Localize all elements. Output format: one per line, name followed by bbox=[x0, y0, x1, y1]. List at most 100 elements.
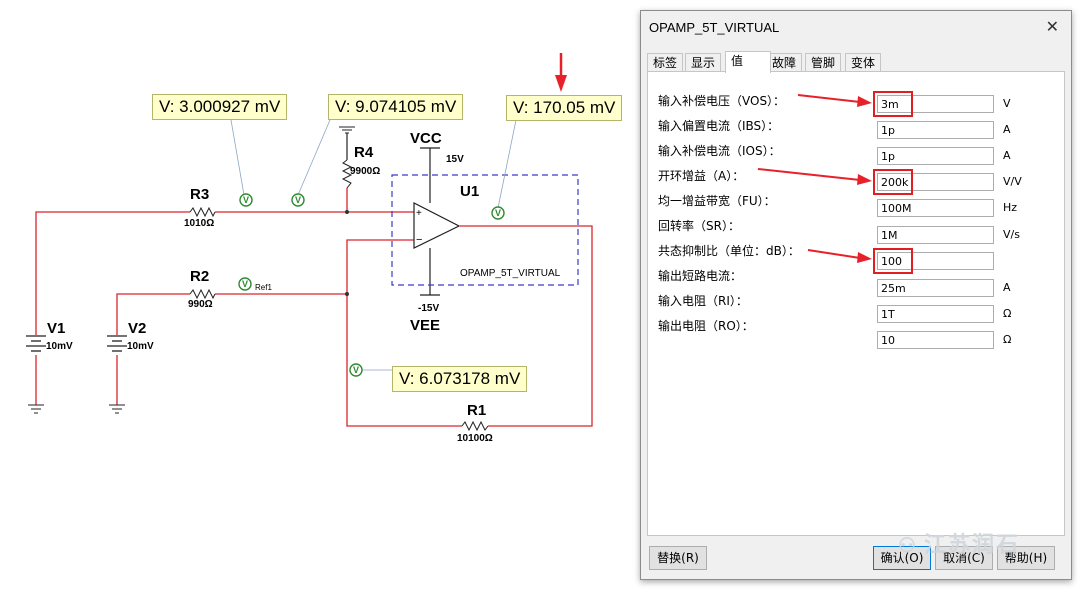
minus-sign: − bbox=[416, 234, 422, 246]
gain-field[interactable]: 200k bbox=[877, 173, 994, 191]
probe-value: V: 170.05 mV bbox=[513, 98, 616, 117]
svg-text:V: V bbox=[495, 208, 501, 218]
vos-field[interactable]: 3m bbox=[877, 95, 994, 113]
annotation-arrow-right-icon bbox=[757, 168, 872, 185]
r3-label: R3 bbox=[190, 186, 209, 203]
properties-dialog: OPAMP_5T_VIRTUAL ✕ 标签 显示 值 故障 管脚 变体 输入补偿… bbox=[640, 10, 1072, 580]
ri-field[interactable]: 1T bbox=[877, 305, 994, 323]
annotation-arrows bbox=[757, 94, 872, 263]
u1-dashed-boundary bbox=[391, 174, 579, 286]
row-label-isc: 输出短路电流： bbox=[658, 269, 743, 283]
row-label-cmrr: 共态抑制比（单位：dB）： bbox=[658, 244, 800, 258]
row-label-gain: 开环增益（A）： bbox=[658, 169, 745, 183]
r4-label: R4 bbox=[354, 144, 374, 161]
cmrr-field[interactable]: 100 bbox=[877, 252, 994, 270]
row-label-ios: 输入补偿电流（IOS）： bbox=[658, 144, 781, 158]
vcc-value: 15V bbox=[446, 154, 464, 165]
vcc-label: VCC bbox=[410, 130, 442, 147]
v2-value: 10mV bbox=[127, 341, 154, 352]
cancel-button[interactable]: 取消(C) bbox=[935, 546, 993, 570]
ro-field[interactable]: 10 bbox=[877, 331, 994, 349]
node-dot bbox=[345, 210, 349, 214]
ibs-field[interactable]: 1p bbox=[877, 121, 994, 139]
voltage-probe-icon[interactable]: V bbox=[239, 193, 253, 207]
node-dot bbox=[345, 292, 349, 296]
r3-value: 1010Ω bbox=[184, 218, 214, 229]
highlight-box bbox=[873, 91, 913, 117]
v1-battery-icon[interactable] bbox=[26, 335, 46, 352]
voltage-probe-icon[interactable]: V bbox=[491, 206, 505, 220]
dialog-title: OPAMP_5T_VIRTUAL bbox=[649, 20, 780, 35]
probe-value: V: 6.073178 mV bbox=[399, 369, 521, 388]
ground-icon bbox=[109, 404, 125, 414]
vee-value: -15V bbox=[418, 303, 439, 314]
r4-resistor[interactable] bbox=[341, 159, 353, 189]
row-label-ri: 输入电阻（RI）： bbox=[658, 294, 748, 308]
ground-icon bbox=[28, 404, 44, 414]
unit-gain: V/V bbox=[1003, 175, 1022, 188]
tab-value[interactable]: 值 bbox=[725, 51, 771, 73]
svg-text:V: V bbox=[295, 195, 301, 205]
unit-isc: A bbox=[1003, 281, 1011, 294]
ref1-label: Ref1 bbox=[255, 283, 272, 292]
annotation-arrow-right-icon bbox=[807, 249, 872, 263]
svg-text:V: V bbox=[353, 365, 359, 375]
svg-text:V: V bbox=[243, 195, 249, 205]
r4-ground-icon bbox=[339, 126, 355, 134]
close-icon[interactable]: ✕ bbox=[1045, 17, 1059, 36]
fu-field[interactable]: 100M bbox=[877, 199, 994, 217]
voltage-probe-icon[interactable]: V bbox=[238, 277, 252, 291]
probe-readout-output: V: 170.05 mV bbox=[506, 95, 623, 121]
circuit-schematic: R3 1010Ω R2 990Ω R4 9900Ω R1 10100Ω V1 1… bbox=[26, 53, 593, 444]
wires bbox=[35, 188, 593, 427]
opamp-symbol[interactable] bbox=[413, 202, 461, 249]
unit-ios: A bbox=[1003, 149, 1011, 162]
probe-leaders bbox=[230, 119, 517, 371]
r4-value: 9900Ω bbox=[350, 166, 380, 177]
u1-model-label: OPAMP_5T_VIRTUAL bbox=[460, 268, 561, 279]
probe-readout-r3: V: 3.000927 mV bbox=[152, 94, 288, 120]
tab-label[interactable]: 标签 bbox=[647, 53, 684, 73]
value-tab-panel: 输入补偿电压（VOS）： 输入偏置电流（IBS）： 输入补偿电流（IOS）： 开… bbox=[647, 71, 1065, 536]
unit-ri: Ω bbox=[1003, 307, 1012, 320]
row-label-fu: 均一增益带宽（FU）： bbox=[658, 194, 776, 208]
annotation-arrow-right-icon bbox=[797, 94, 872, 107]
annotation-arrow-down-icon bbox=[555, 53, 567, 92]
tab-variant[interactable]: 变体 bbox=[845, 53, 882, 73]
r1-resistor[interactable] bbox=[461, 420, 489, 432]
r2-resistor[interactable] bbox=[189, 288, 216, 300]
v1-label: V1 bbox=[47, 320, 65, 337]
r1-label: R1 bbox=[467, 402, 486, 419]
v1-value: 10mV bbox=[46, 341, 73, 352]
u1-label: U1 bbox=[460, 183, 479, 200]
highlight-box bbox=[873, 169, 913, 195]
v2-battery-icon[interactable] bbox=[107, 335, 127, 352]
unit-sr: V/s bbox=[1003, 228, 1020, 241]
row-label-ibs: 输入偏置电流（IBS）： bbox=[658, 119, 780, 133]
row-label-vos: 输入补偿电压（VOS）： bbox=[658, 94, 786, 108]
replace-button[interactable]: 替换(R) bbox=[649, 546, 707, 570]
r1-value: 10100Ω bbox=[457, 433, 493, 444]
sr-field[interactable]: 1M bbox=[877, 226, 994, 244]
tab-display[interactable]: 显示 bbox=[685, 53, 722, 73]
row-label-sr: 回转率（SR）： bbox=[658, 219, 740, 233]
ok-button[interactable]: 确认(O) bbox=[873, 546, 931, 570]
isc-field[interactable]: 25m bbox=[877, 279, 994, 297]
unit-fu: Hz bbox=[1003, 201, 1018, 214]
unit-ibs: A bbox=[1003, 123, 1011, 136]
tab-pins[interactable]: 管脚 bbox=[805, 53, 842, 73]
r3-resistor[interactable] bbox=[189, 206, 216, 218]
unit-vos: V bbox=[1003, 97, 1011, 110]
probe-readout-r4: V: 9.074105 mV bbox=[328, 94, 464, 120]
tab-fault[interactable]: 故障 bbox=[766, 53, 803, 73]
row-label-ro: 输出电阻（RO）： bbox=[658, 319, 754, 333]
plus-sign: + bbox=[416, 208, 422, 219]
v2-label: V2 bbox=[128, 320, 146, 337]
vee-label: VEE bbox=[410, 317, 440, 334]
ios-field[interactable]: 1p bbox=[877, 147, 994, 165]
voltage-probe-icon[interactable]: V bbox=[349, 363, 363, 377]
probe-readout-inverting: V: 6.073178 mV bbox=[392, 366, 528, 392]
svg-text:V: V bbox=[242, 279, 248, 289]
voltage-probe-icon[interactable]: V bbox=[291, 193, 305, 207]
help-button[interactable]: 帮助(H) bbox=[997, 546, 1055, 570]
